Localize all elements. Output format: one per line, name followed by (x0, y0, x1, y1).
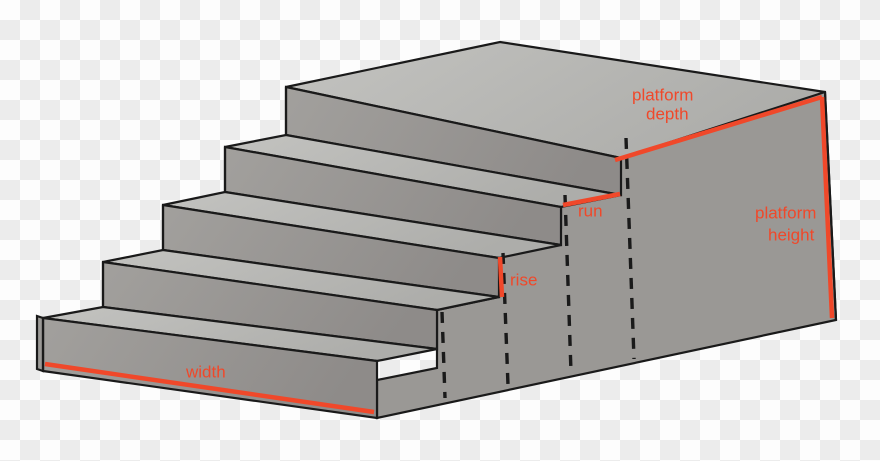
rise-line (497, 256, 505, 298)
platform-right-corner-edge (823, 91, 838, 321)
label-platform-depth-line1: platform (632, 85, 693, 104)
dashed-guide-2 (501, 252, 510, 386)
platform-height-line (819, 96, 835, 319)
width-line (44, 361, 375, 415)
label-platform-depth-line2: depth (646, 104, 689, 123)
platform-depth-line (614, 94, 823, 163)
label-width: width (185, 362, 226, 381)
label-run: run (578, 201, 603, 220)
label-platform-height-line1: platform (755, 203, 816, 222)
dashed-guide-4 (624, 137, 636, 360)
dimension-lines (44, 94, 835, 415)
dashed-guide-1 (440, 311, 447, 399)
run-line (562, 191, 621, 208)
dimension-labels: platform depth platform height run rise … (185, 85, 816, 381)
label-platform-height-line2: height (768, 225, 815, 244)
stair-solid (35, 40, 838, 420)
label-rise: rise (510, 270, 537, 289)
dashed-guides (440, 137, 636, 399)
dashed-guide-3 (563, 194, 573, 373)
